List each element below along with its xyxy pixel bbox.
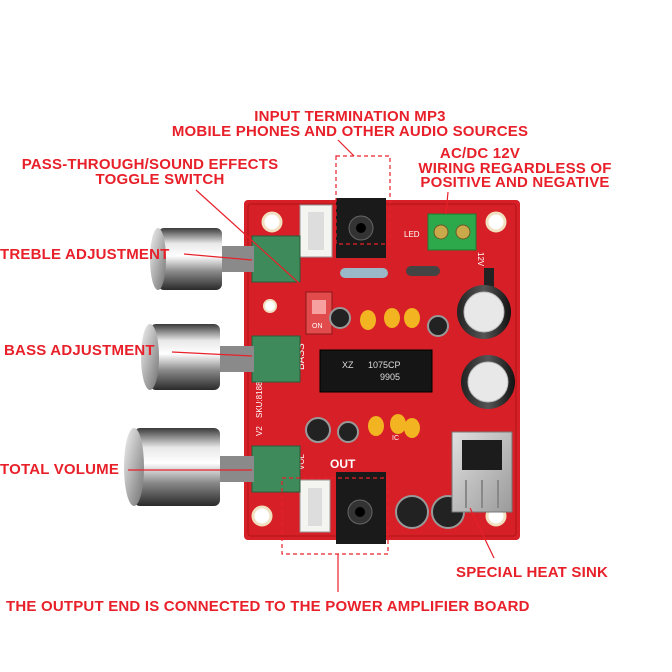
heat-sink bbox=[451, 431, 513, 513]
ic-code-text: 9905 bbox=[380, 372, 400, 382]
ceramic-capacitor bbox=[404, 418, 420, 438]
mounting-hole bbox=[485, 211, 507, 233]
heat-sink-label: SPECIAL HEAT SINK bbox=[456, 564, 609, 581]
resistor bbox=[406, 266, 440, 276]
small-capacitor bbox=[337, 421, 359, 443]
bass-knob bbox=[141, 324, 254, 390]
ceramic-capacitor bbox=[390, 414, 406, 434]
bass-label: BASS ADJUSTMENT bbox=[4, 342, 155, 359]
vol-silkscreen: VOL bbox=[297, 453, 306, 470]
sku-silkscreen: SKU:8188 bbox=[255, 381, 264, 418]
total-volume-label: TOTAL VOLUME bbox=[0, 461, 120, 478]
acdc-label-line1: AC/DC 12V bbox=[439, 145, 521, 162]
output-label: THE OUTPUT END IS CONNECTED TO THE POWER… bbox=[6, 598, 530, 615]
ic-chip: XZ 1075CP 9905 bbox=[319, 349, 433, 393]
volume-knob bbox=[124, 428, 254, 506]
small-capacitor bbox=[329, 307, 351, 329]
input-label-line2: MOBILE PHONES AND OTHER AUDIO SOURCES bbox=[171, 123, 529, 140]
input-label-line1: INPUT TERMINATION MP3 bbox=[254, 108, 446, 125]
resistor bbox=[340, 268, 388, 278]
treble-potentiometer bbox=[251, 235, 301, 283]
ic-silkscreen: IC bbox=[392, 435, 399, 442]
callout-lines bbox=[128, 139, 495, 592]
out-silkscreen: OUT bbox=[330, 457, 356, 471]
volume-potentiometer bbox=[251, 445, 301, 493]
ic-model-text: 1075CP bbox=[368, 360, 401, 370]
input-callout-box bbox=[335, 155, 391, 245]
small-capacitor bbox=[395, 495, 429, 529]
acdc-label-line3: POSITIVE AND NEGATIVE bbox=[420, 174, 610, 191]
pass-through-label-line1: PASS-THROUGH/SOUND EFFECTS bbox=[21, 156, 279, 173]
led-label: LED bbox=[404, 230, 420, 239]
v2-silkscreen: V2 bbox=[255, 426, 264, 436]
ceramic-capacitor bbox=[360, 310, 376, 330]
ceramic-capacitor bbox=[368, 416, 384, 436]
v12-label: 12V bbox=[476, 252, 485, 267]
ic-brand-text: XZ bbox=[342, 360, 354, 370]
mounting-hole bbox=[261, 211, 283, 233]
treble-label: TREBLE ADJUSTMENT bbox=[0, 246, 170, 263]
on-silkscreen: ON bbox=[312, 323, 323, 330]
output-callout-box bbox=[281, 477, 389, 555]
diode bbox=[484, 268, 494, 290]
bass-silkscreen: BASS bbox=[296, 343, 307, 370]
treble-knob bbox=[150, 228, 254, 290]
pass-through-label-line2: TOGGLE SWITCH bbox=[95, 171, 225, 188]
small-capacitor bbox=[305, 417, 331, 443]
mounting-hole bbox=[251, 505, 273, 527]
ceramic-capacitor bbox=[404, 308, 420, 328]
bass-potentiometer bbox=[251, 335, 301, 383]
acdc-label-line2: WIRING REGARDLESS OF bbox=[418, 160, 612, 177]
ceramic-capacitor bbox=[384, 308, 400, 328]
small-capacitor bbox=[427, 315, 449, 337]
